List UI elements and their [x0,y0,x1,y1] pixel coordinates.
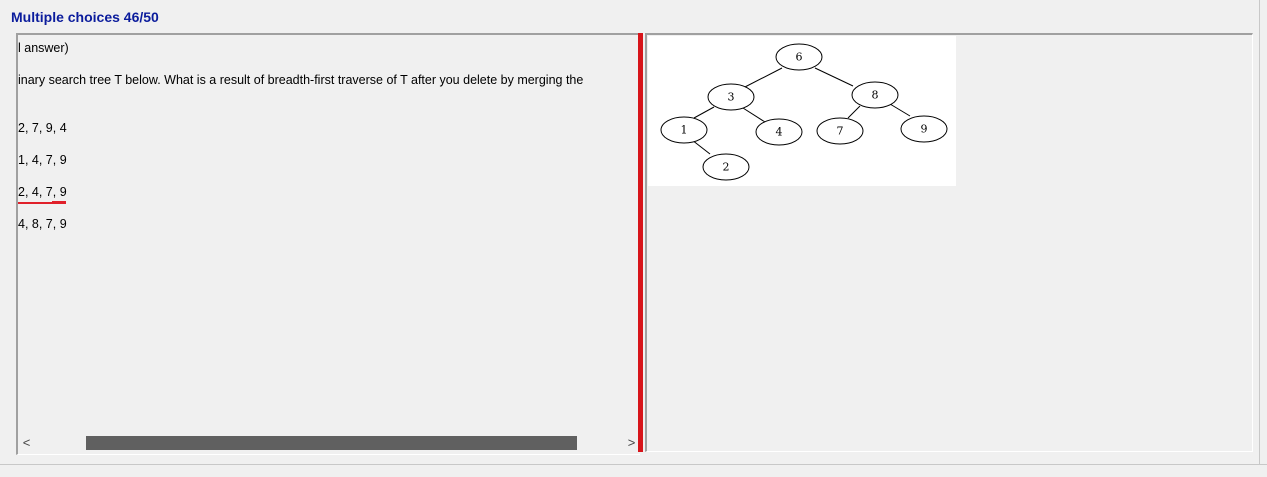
answer-option-3[interactable]: 2, 4, 7, 9 [18,185,67,199]
scroll-right-arrow-icon[interactable]: > [627,435,636,450]
tree-node-6: 6 [775,43,823,71]
answer-option-1[interactable]: 2, 7, 9, 4 [18,121,67,135]
binary-search-tree-image: 6 3 8 1 4 7 9 [648,36,956,186]
svg-text:4: 4 [776,126,783,139]
selected-answer-underline-mark [52,201,66,203]
svg-text:1: 1 [681,124,688,137]
horizontal-scrollbar[interactable]: < > [18,434,640,451]
edge-8-9 [889,103,911,117]
image-pane: 6 3 8 1 4 7 9 [645,33,1253,452]
answer-option-2[interactable]: 1, 4, 7, 9 [18,153,67,167]
edge-1-2 [691,139,711,155]
tree-node-2: 2 [702,153,750,181]
tree-node-9: 9 [900,115,948,143]
svg-text:9: 9 [921,123,928,136]
svg-text:6: 6 [796,51,803,64]
edge-3-4 [742,107,766,123]
window-bottom-divider [0,464,1267,465]
svg-text:7: 7 [837,125,844,138]
tree-diagram: 6 3 8 1 4 7 9 [660,43,948,181]
tree-node-8: 8 [851,81,899,109]
edge-3-1 [693,106,715,119]
question-counter-title: Multiple choices 46/50 [11,9,159,25]
bottom-bar [0,465,1267,477]
question-instruction: l answer) [18,41,69,55]
svg-text:2: 2 [723,161,730,174]
edge-8-7 [847,105,861,119]
scroll-left-arrow-icon[interactable]: < [22,435,31,450]
svg-text:8: 8 [872,89,879,102]
svg-text:3: 3 [728,91,735,104]
answer-option-4[interactable]: 4, 8, 7, 9 [18,217,67,231]
edge-6-3 [742,67,783,89]
question-content: l answer) inary search tree T below. Wha… [18,35,640,435]
question-pane: l answer) inary search tree T below. Wha… [16,33,640,455]
window-right-edge [1259,0,1260,464]
tree-node-3: 3 [707,83,755,111]
tree-node-4: 4 [755,118,803,146]
edge-6-8 [814,67,854,87]
scrollbar-thumb[interactable] [86,436,577,450]
question-text: inary search tree T below. What is a res… [18,73,584,87]
pane-splitter[interactable] [638,33,643,452]
selected-answer-underline [18,202,66,204]
tree-node-1: 1 [660,116,708,144]
tree-node-7: 7 [816,117,864,145]
